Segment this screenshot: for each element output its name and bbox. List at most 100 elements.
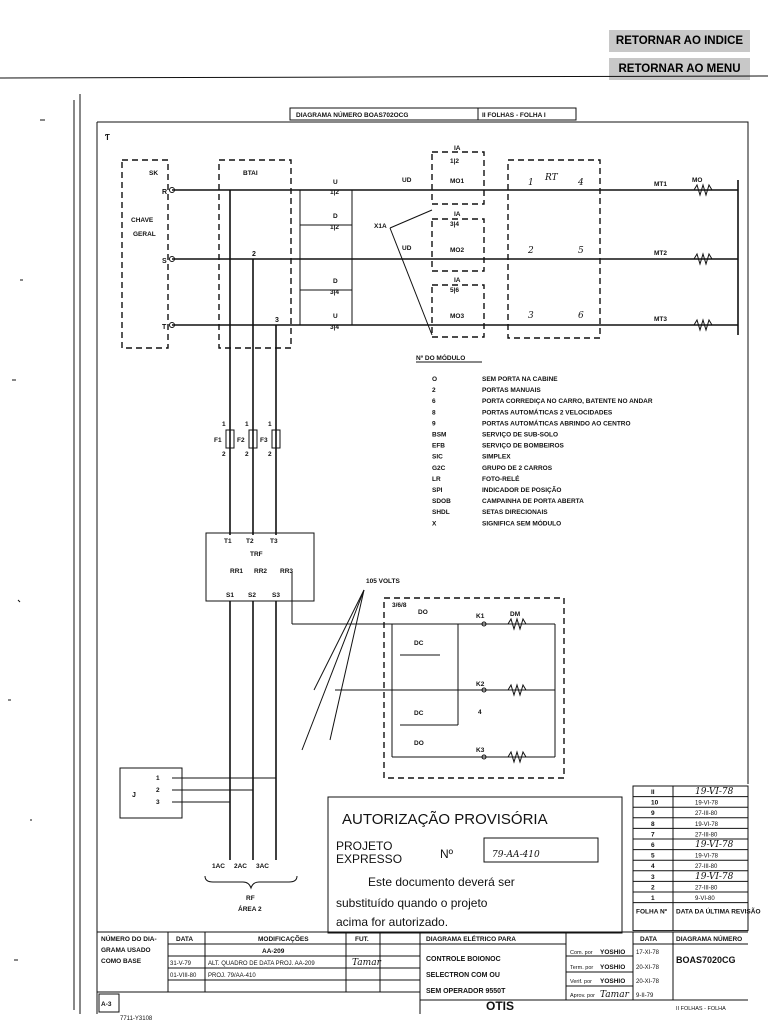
mo2-box	[431, 218, 485, 272]
svg-text:1: 1	[222, 421, 226, 428]
retornar-menu-button[interactable]: RETORNAR AO MENU	[609, 58, 750, 80]
svg-text:K2: K2	[476, 681, 485, 688]
svg-text:IA: IA	[454, 145, 461, 152]
svg-text:D: D	[333, 213, 338, 220]
revision-data-header: DATA DA ÚLTIMA REVISÃO	[676, 907, 761, 916]
revision-folha: 1	[651, 895, 655, 902]
sk-block	[121, 159, 169, 349]
svg-text:U: U	[333, 313, 338, 320]
svg-text:CONTROLE BOIONOC: CONTROLE BOIONOC	[426, 956, 501, 963]
autorizacao-stamp	[327, 796, 623, 934]
revision-date: 19-VI-78	[695, 787, 734, 797]
svg-text:Este documento deverá ser: Este documento deverá ser	[368, 875, 515, 889]
revision-table-frame	[632, 785, 749, 932]
svg-text:1|2: 1|2	[450, 158, 459, 165]
svg-text:F1: F1	[214, 437, 222, 444]
svg-text:RT: RT	[544, 173, 559, 183]
svg-text:U: U	[333, 179, 338, 186]
svg-text:YOSHIO: YOSHIO	[600, 978, 625, 985]
svg-text:1|2: 1|2	[330, 189, 339, 196]
svg-text:acima for autorizado.: acima for autorizado.	[336, 915, 448, 929]
svg-text:II FOLHAS - FOLHA: II FOLHAS - FOLHA	[676, 1006, 726, 1012]
svg-text:BTAI: BTAI	[243, 170, 258, 177]
revision-date: 19-VI-78	[695, 822, 719, 828]
svg-text:SELECTRON COM OU: SELECTRON COM OU	[426, 972, 500, 979]
j-terminals: 1 2 3	[156, 775, 276, 806]
revision-folha: 2	[651, 884, 655, 891]
svg-text:2: 2	[222, 451, 226, 458]
revision-date: 27-III-80	[695, 832, 718, 838]
svg-text:Tamar: Tamar	[352, 958, 382, 968]
svg-text:AUTORIZAÇÃO PROVISÓRIA: AUTORIZAÇÃO PROVISÓRIA	[342, 811, 548, 828]
legend-code: LR	[432, 476, 441, 483]
svg-text:TRF: TRF	[250, 551, 263, 558]
legend-desc: SIMPLEX	[482, 454, 511, 461]
svg-text:3|4: 3|4	[450, 221, 459, 228]
mo3-box	[431, 284, 485, 338]
svg-text:MO2: MO2	[450, 247, 464, 254]
svg-text:1: 1	[156, 775, 160, 782]
legend-desc: PORTAS AUTOMÁTICAS ABRINDO AO CENTRO	[482, 418, 631, 427]
btai-block	[218, 159, 292, 349]
svg-text:J: J	[132, 792, 136, 799]
svg-text:Tamar: Tamar	[600, 990, 630, 1000]
svg-text:DATA: DATA	[176, 936, 193, 943]
legend-desc: PORTA CORREDIÇA NO CARRO, BATENTE NO AND…	[482, 398, 653, 405]
revision-folha: 8	[651, 821, 655, 828]
svg-text:T3: T3	[270, 538, 278, 545]
svg-text:Com. por: Com. por	[570, 950, 593, 956]
svg-text:F2: F2	[237, 437, 245, 444]
svg-text:MODIFICAÇÕES: MODIFICAÇÕES	[258, 934, 309, 943]
svg-text:R: R	[162, 189, 167, 196]
revision-folha: II	[651, 789, 655, 796]
motor-terminals: MT1 MO MT2 MT3	[654, 177, 713, 332]
svg-text:T: T	[162, 324, 167, 331]
svg-text:3AC: 3AC	[256, 863, 269, 870]
svg-text:AA-209: AA-209	[262, 948, 285, 955]
legend-desc: CAMPAINHA DE PORTA ABERTA	[482, 498, 584, 505]
svg-text:PROJETO: PROJETO	[336, 839, 392, 853]
title-block-text: NÚMERO DO DIA- GRAMA USADO COMO BASE DAT…	[101, 934, 742, 1022]
svg-text:MO1: MO1	[450, 178, 464, 185]
svg-text:T1: T1	[224, 538, 232, 545]
svg-text:NÚMERO DO DIA-: NÚMERO DO DIA-	[101, 934, 157, 943]
legend-desc: SEM PORTA NA CABINE	[482, 376, 558, 383]
svg-text:MT2: MT2	[654, 250, 667, 257]
svg-text:7711-Y3108: 7711-Y3108	[120, 1016, 153, 1022]
legend-code: 6	[432, 398, 436, 405]
volts-label: 105 VOLTS	[366, 578, 401, 585]
legend-code: SHDL	[432, 509, 450, 516]
svg-text:S: S	[162, 258, 167, 265]
svg-text:01-VIII-80: 01-VIII-80	[170, 973, 197, 979]
svg-text:2: 2	[252, 251, 256, 258]
svg-text:2: 2	[156, 787, 160, 794]
revision-date: 19-VI-78	[695, 840, 734, 850]
legend-desc: SERVIÇO DE SUB-SOLO	[482, 432, 558, 439]
rt-block	[507, 159, 601, 339]
legend-desc: SERVIÇO DE BOMBEIROS	[482, 443, 565, 450]
svg-text:1: 1	[268, 421, 272, 428]
svg-text:YOSHIO: YOSHIO	[600, 964, 625, 971]
svg-text:IA: IA	[454, 277, 461, 284]
diagram-title: DIAGRAMA NÚMERO BOAS702OCG	[296, 110, 408, 119]
svg-text:S3: S3	[272, 592, 280, 599]
svg-text:COMO BASE: COMO BASE	[101, 958, 142, 965]
revision-date: 27-III-80	[695, 864, 718, 870]
area-terminals: 1AC 2AC 3AC RF ÁREA 2	[204, 863, 298, 913]
revision-folha: 5	[651, 853, 655, 860]
trf-labels: T1 T2 T3 TRF RR1 RR2 RR3 S1 S2 S3	[224, 538, 293, 599]
retornar-indice-button[interactable]: RETORNAR AO INDICE	[609, 30, 750, 52]
svg-text:Ƭ: Ƭ	[105, 133, 110, 142]
svg-text:F3: F3	[260, 437, 268, 444]
header-box	[289, 107, 577, 121]
svg-text:S1: S1	[226, 592, 234, 599]
legend-desc: GRUPO DE 2 CARROS	[482, 465, 553, 472]
legend-code: 2	[432, 387, 436, 394]
legend-code: 9	[432, 420, 436, 427]
svg-text:1|2: 1|2	[330, 224, 339, 231]
svg-text:IA: IA	[454, 211, 461, 218]
svg-text:3/6/8: 3/6/8	[392, 602, 407, 609]
svg-text:MO3: MO3	[450, 313, 464, 320]
